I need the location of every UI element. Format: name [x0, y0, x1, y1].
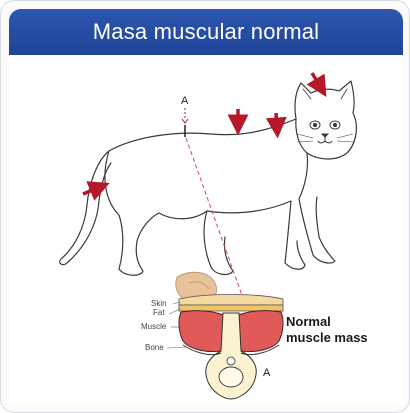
arrow-tail-icon [83, 187, 100, 194]
layer-label-bone: Bone [145, 343, 164, 352]
caption-line-2: muscle mass [286, 330, 368, 346]
arrow-head-icon [312, 73, 321, 88]
marker-label-bottom: A [263, 367, 270, 379]
layer-label-fat: Fat [153, 308, 165, 317]
marker-label-top: A [181, 95, 188, 107]
layer-label-muscle: Muscle [141, 322, 166, 331]
arrow-shoulder-icon [276, 113, 277, 128]
caption-line-1: Normal [286, 314, 331, 330]
cat-face [297, 121, 353, 143]
cross-section [179, 295, 283, 400]
cat-outline [60, 81, 357, 275]
layer-label-skin: Skin [151, 299, 167, 308]
